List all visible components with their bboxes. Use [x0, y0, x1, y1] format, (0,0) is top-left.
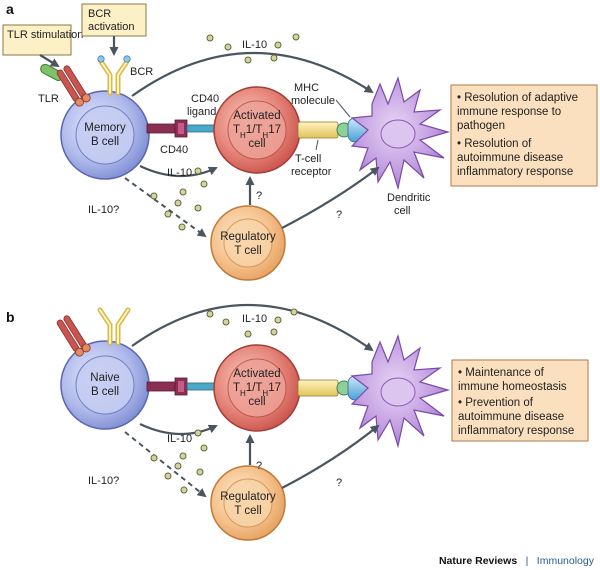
naive-b-cell-label-1: Naive	[90, 372, 119, 384]
outcome-b-2-2: autoimmune disease	[458, 411, 564, 423]
panel-a-letter: a	[6, 1, 14, 17]
il10-mid-label-b: IL-10	[167, 433, 192, 445]
bcr-activation-label-1: BCR	[88, 8, 111, 20]
bcr-activation-label-2: activation	[88, 21, 134, 33]
il10-q-arrow	[124, 177, 207, 238]
il10-q-label: IL-10?	[88, 204, 119, 216]
bcr-activation-box	[81, 3, 147, 37]
q2-label: ?	[336, 209, 342, 221]
treg-label-1: Regulatory	[220, 231, 276, 243]
q1-label-b: ?	[256, 460, 262, 472]
outcome-b-1-2: immune homeostasis	[458, 381, 567, 393]
tcell-receptor-icon-b	[297, 379, 339, 397]
il10-top-arrow	[131, 51, 374, 97]
activated-cell-label-2: TH1/TH17	[233, 124, 281, 140]
panel-b-letter: b	[6, 309, 15, 325]
outcome-a-2-1: • Resolution of	[457, 138, 532, 150]
cd40-ligand-icon	[186, 124, 218, 133]
bcr-label: BCR	[130, 66, 153, 78]
activated-cell-b-label-2: TH1/TH17	[233, 382, 281, 398]
tlr-stimulation-arrow	[39, 54, 60, 68]
treg-b-label-2: T cell	[234, 505, 261, 517]
il10-top-arrow-b	[131, 303, 374, 352]
q1-label: ?	[256, 190, 262, 202]
treg-b-label-1: Regulatory	[220, 491, 276, 503]
il10-mid-label: IL-10	[167, 167, 192, 179]
journal-credit: Nature Reviews | Immunology	[439, 551, 595, 568]
outcome-a-1-1: • Resolution of adaptive	[457, 92, 578, 104]
outcome-a-1-3: pathogen	[457, 120, 505, 132]
cd40-ligand-label-2: ligand	[187, 106, 216, 118]
dendritic-label-2: cell	[394, 205, 411, 217]
outcome-a-2-2: autoimmune disease	[457, 152, 563, 164]
activated-cell-b-label-3: cell	[248, 396, 265, 408]
outcome-b-2-3: inflammatory response	[458, 425, 574, 437]
tlr-stimulation-box	[2, 24, 72, 56]
outcome-box-b	[451, 359, 589, 442]
tcr-label-2: receptor	[291, 166, 332, 178]
dendritic-cell-nucleus	[380, 119, 416, 149]
cd40-ligand-label-1: CD40	[191, 93, 219, 105]
il10-dots-a	[150, 33, 300, 231]
memory-b-cell-nucleus	[75, 105, 135, 165]
mhc-label-2: molecule	[291, 95, 335, 107]
panel-b: b Naive B cell Activated TH1/TH17	[6, 303, 589, 541]
cd40-molecule-icon	[146, 123, 176, 134]
activated-cell-label-3: cell	[248, 138, 265, 150]
outcome-b-2-1: • Prevention of	[458, 397, 534, 409]
tcell-receptor-icon	[297, 121, 339, 139]
bcr-receptor-icon	[97, 55, 131, 96]
il10-top-label: IL-10	[242, 39, 267, 51]
outcome-b-1-1: • Maintenance of	[458, 367, 545, 379]
cd40-label: CD40	[160, 144, 188, 156]
treg-to-dc-arrow-b	[281, 424, 380, 489]
il10-top-label-b: IL-10	[242, 313, 267, 325]
mhc-label-1: MHC	[294, 82, 319, 94]
il10-dots-b	[150, 308, 298, 494]
tlr-stimulation-label: TLR stimulation	[7, 29, 83, 41]
treg-label-2: T cell	[234, 245, 261, 257]
outcome-box-a	[450, 84, 598, 187]
il10-mid-arrow-b	[139, 423, 218, 436]
cd40-ligand-icon-b	[186, 382, 218, 391]
mhc-pointer	[335, 99, 351, 118]
tcr-label-1: T-cell	[295, 153, 321, 165]
activated-cell-b-label-1: Activated	[233, 368, 280, 380]
dendritic-label-1: Dendritic	[387, 192, 431, 204]
cd40-molecule-icon-b	[146, 381, 176, 392]
memory-b-cell-label-2: B cell	[91, 136, 119, 148]
bcr-receptor-icon-b	[97, 307, 131, 346]
memory-b-cell-label-1: Memory	[84, 122, 126, 134]
outcome-a-1-2: immune response to	[457, 106, 561, 118]
il10-mid-arrow	[139, 165, 218, 178]
panel-a: a TLR stimulation BCR activation Memory …	[2, 1, 598, 281]
treg-to-dc-arrow	[281, 166, 380, 229]
q2-label-b: ?	[336, 477, 342, 489]
tlr-label: TLR	[38, 93, 59, 105]
activated-cell-label-1: Activated	[233, 110, 280, 122]
il10-q-arrow-b	[124, 431, 207, 498]
tlr-receptor-icon	[56, 65, 91, 107]
outcome-a-2-3: inflammatory response	[457, 166, 573, 178]
naive-b-cell-label-2: B cell	[91, 386, 119, 398]
il10-q-label-b: IL-10?	[88, 475, 119, 487]
tlr-receptor-icon-b	[56, 315, 91, 357]
